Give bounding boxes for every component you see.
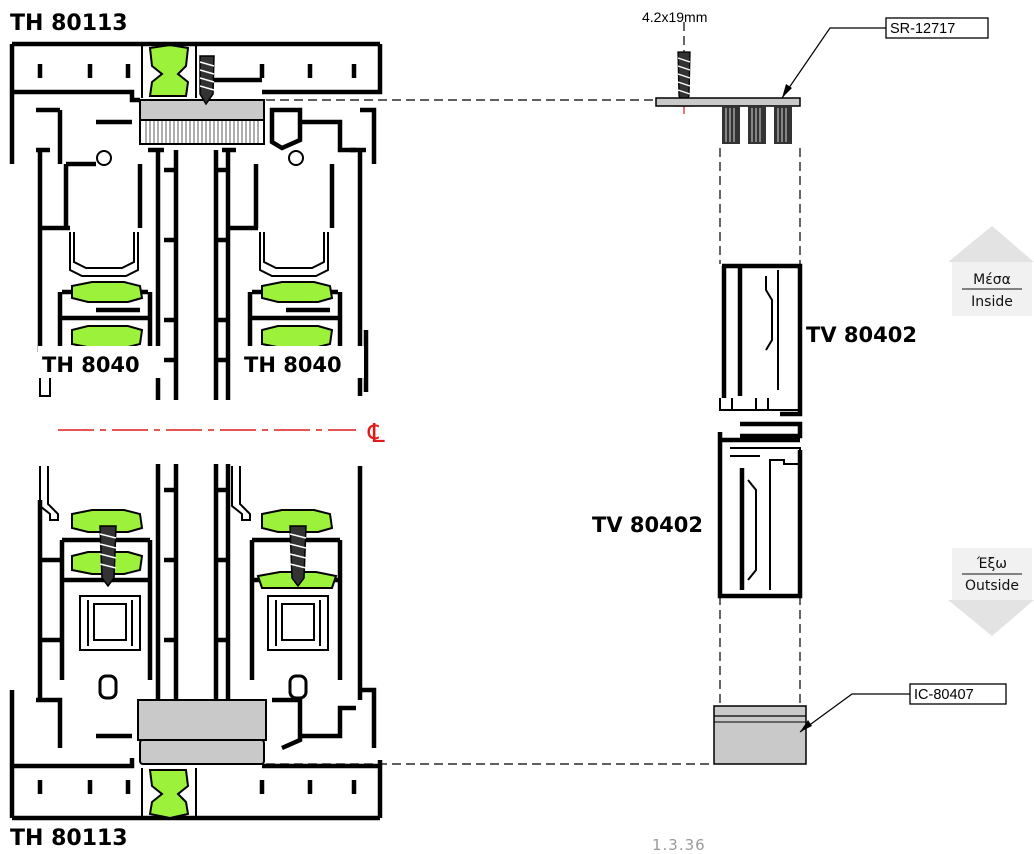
brush-code-label: SR-12717 <box>890 21 955 37</box>
lower-interlock-label: TV 80402 <box>592 513 703 537</box>
left-sash-label: TH 8040 <box>42 353 140 377</box>
left-sash-lower <box>37 464 179 700</box>
inside-greek-label: Μέσα <box>973 272 1011 288</box>
screw-size-label: 4.2x19mm <box>642 9 707 25</box>
right-sash-upper <box>213 147 369 400</box>
outside-indicator <box>948 548 1034 636</box>
top-profile-label: TH 80113 <box>10 11 128 36</box>
brush-strip-detail <box>655 97 801 144</box>
bottom-profile-label: TH 80113 <box>10 826 128 851</box>
bottom-cap-block <box>139 739 265 765</box>
interlock-lower-detail <box>717 432 803 599</box>
outside-greek-label: Έξω <box>976 556 1007 572</box>
brush-holder <box>139 99 265 121</box>
projection-lines <box>266 22 801 765</box>
right-sash-label: TH 8040 <box>244 353 342 377</box>
cap-code-box <box>909 683 1007 705</box>
inside-english-label: Inside <box>971 294 1013 310</box>
upper-interlock-label: TV 80402 <box>806 323 917 347</box>
top-frame-profile <box>9 41 383 167</box>
page-number: 1.3.36 <box>652 836 706 854</box>
bottom-gasket <box>148 769 190 820</box>
outside-english-label: Outside <box>965 578 1019 594</box>
cap-code-label: IC-80407 <box>914 687 974 703</box>
centerline-symbol: ℄ <box>367 419 385 449</box>
inside-indicator <box>948 226 1034 316</box>
end-cap-detail <box>713 705 807 765</box>
top-gasket <box>148 43 190 97</box>
right-sash-lower <box>213 464 363 700</box>
interlock-upper-detail <box>719 263 803 439</box>
bottom-frame-profile <box>9 687 383 821</box>
brush-code-box <box>885 17 989 39</box>
